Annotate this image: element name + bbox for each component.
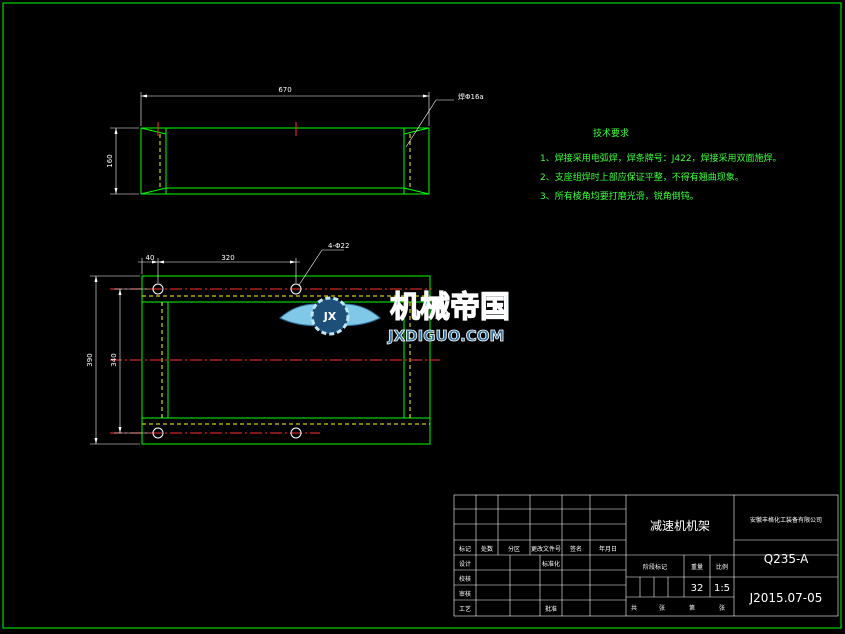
arrow-160-bottom [114,188,118,194]
tb-weight-value: 32 [691,583,704,594]
tb-label-stage: 阶段标记 [643,563,667,571]
leader-weld [405,99,454,148]
tech-title: 技术要求 [593,127,629,139]
tb-label-standard: 标准化 [542,560,560,568]
arrow-670-left [141,94,147,98]
weld-note: 焊Φ16a [458,92,484,101]
tb-label-doc-no: 更改文件号 [531,545,561,553]
tb-part-name: 减速机机架 [650,519,710,533]
hole-bottom-right [290,427,302,439]
arrow-670-right [423,94,429,98]
top-view [110,92,454,195]
title-block [453,494,839,617]
tb-label-scale: 比例 [716,563,728,571]
arrow-40 [152,260,158,264]
tb-label-date: 年月日 [599,545,617,553]
arrow-390-top [94,276,98,282]
arrow-390-bottom [94,438,98,444]
tb-label-zone: 分区 [508,545,520,553]
hole-top-right [290,283,302,295]
tb-label-weight: 重量 [691,563,703,571]
tech-item-3: 3、所有棱角均要打磨光滑，锐角倒钝。 [540,190,699,202]
top-chamfer-bl [140,187,167,195]
arrow-340-bottom [118,427,122,433]
tb-outer [453,494,839,617]
tb-label-check: 校核 [459,575,471,583]
tb-label-sign: 签名 [570,545,582,553]
top-chamfer-br [403,187,430,195]
arrow-320-left [158,260,164,264]
dim-outer-height: 390 [86,353,94,366]
dim-hole-offset: 40 [146,254,155,262]
watermark-en: JXDIGUO.COM [387,327,504,345]
tb-label-craft: 工艺 [459,605,471,613]
front-view [90,249,440,445]
tb-label-page-sheet: 张 [719,604,725,612]
watermark: JX 机械帝国 JXDIGUO.COM [279,289,511,345]
watermark-badge: JX [323,310,337,323]
tb-label-sheet: 张 [659,604,665,612]
top-chamfer-tl [140,127,167,135]
arrow-160-top [114,128,118,134]
dim-hole-pitch: 320 [221,254,234,262]
tb-scale-value: 1:5 [714,583,730,594]
hole-bottom-left [152,427,164,439]
tb-material: Q235-A [764,552,809,566]
dim-holes: 4-Φ22 [328,242,349,250]
arrow-320-right [290,260,296,264]
arrow-340-top [118,289,122,295]
tb-label-design: 设计 [459,560,471,568]
tb-label-page: 第 [689,604,695,612]
top-outer-rect [140,127,430,195]
tb-label-count: 处数 [481,545,493,553]
tech-item-2: 2、支座组焊时上部应保证平整，不得有翘曲现象。 [540,171,744,183]
tb-label-process: 审核 [459,590,471,598]
tb-label-approve: 批准 [545,605,557,613]
dim-inner-height: 340 [110,353,118,366]
dim-top-width: 670 [278,86,291,94]
hole-top-left [152,283,164,295]
tb-label-total: 共 [631,604,637,612]
front-inner-rect [167,301,405,419]
watermark-gear [310,296,350,336]
leader-holes [298,249,344,286]
dim-top-height: 160 [106,154,114,167]
tb-drawing-code: J2015.07-05 [749,591,823,605]
watermark-cn: 机械帝国 [390,290,510,325]
tb-label-mark: 标记 [459,545,471,553]
tb-company: 安徽丰格化工装备有限公司 [750,516,822,524]
tech-item-1: 1、焊接采用电弧焊，焊条牌号：J422，焊接采用双面施焊。 [540,152,782,164]
